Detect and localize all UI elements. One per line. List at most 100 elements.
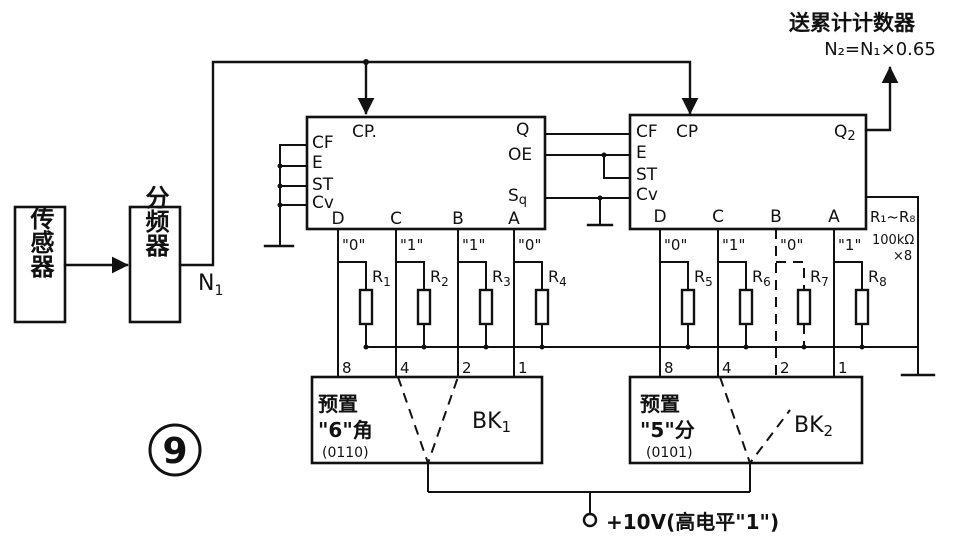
output-formula-label: N₂=N₁×0.65 bbox=[824, 39, 936, 60]
counter2-chip: CP CF E ST Cv Q2 D C B A bbox=[628, 113, 868, 231]
counter1-pin-b: B bbox=[452, 209, 464, 229]
counter1-bus-junction bbox=[363, 344, 369, 350]
counter1-pin-e: E bbox=[312, 153, 323, 173]
counter2-weight-label: 4 bbox=[722, 359, 732, 377]
counter1-weight-label: 8 bbox=[342, 359, 352, 377]
counter2-resistor-label: R7 bbox=[810, 267, 829, 289]
counter1-resistor-lead bbox=[396, 261, 425, 290]
counter2-resistor bbox=[796, 288, 812, 326]
counter1-weight-label: 1 bbox=[518, 359, 528, 377]
sensor-block: 传感器 bbox=[13, 205, 67, 324]
counter2-pin-cv: Cv bbox=[636, 185, 658, 205]
supply-label: +10V(高电平"1") bbox=[606, 510, 779, 534]
sensor-label: 传感器 bbox=[26, 206, 55, 278]
counter2-resistor-lead bbox=[718, 261, 747, 290]
resistor-count-label: ×8 bbox=[893, 249, 912, 264]
counter1-preset-level: "0" bbox=[342, 236, 365, 254]
counter1-pin-oe: OE bbox=[508, 145, 532, 165]
counter2-resistor-label: R5 bbox=[694, 267, 713, 289]
counter2-bus-junction bbox=[801, 344, 807, 350]
counter1-resistor-lead bbox=[338, 261, 367, 290]
counter2-preset-columns: "0" R5 8 "1" R6 4 "0" R7 2 "1" R8 1 bbox=[659, 229, 887, 377]
preset-switch-bk2: 预置 "5"分 (0101) BK2 bbox=[628, 375, 864, 492]
counter2-resistor-lead bbox=[834, 261, 863, 290]
counter1-resistor-lead bbox=[514, 261, 543, 290]
counter1-pin-d: D bbox=[331, 209, 344, 229]
counter2-resistor-lead bbox=[776, 261, 805, 290]
counter2-preset-level: "0" bbox=[664, 236, 687, 254]
counter1-pin-a: A bbox=[508, 209, 520, 229]
counter2-resistor-lead bbox=[660, 261, 689, 290]
bk1-code: (0110) bbox=[322, 445, 369, 461]
counter1-pin-cv: Cv bbox=[312, 193, 334, 213]
counter1-preset-columns: "0"R18"1"R24"1"R32"0"R41 bbox=[337, 229, 567, 377]
clock-junction bbox=[363, 59, 369, 65]
counter2-bus-junction bbox=[859, 344, 865, 350]
counter2-clock-pin: CP bbox=[676, 122, 698, 142]
bk1-name: BK1 bbox=[472, 409, 511, 436]
divider-output-label: N1 bbox=[198, 271, 223, 299]
counter1-resistor bbox=[478, 288, 494, 326]
counter1-pin-st: ST bbox=[312, 175, 334, 195]
counter1-resistor-label: R2 bbox=[430, 267, 449, 289]
counter1-weight-label: 4 bbox=[400, 359, 410, 377]
bk1-title: 预置 bbox=[318, 392, 358, 416]
figure-number: 9 bbox=[162, 431, 187, 472]
bk2-preset: "5"分 bbox=[640, 418, 695, 442]
counter1-ground-strap bbox=[263, 144, 307, 248]
counter1-resistor bbox=[358, 288, 374, 326]
resistor-range-label: R₁~R₈ bbox=[870, 208, 915, 226]
counter2-resistor-label: R6 bbox=[752, 267, 771, 289]
counter1-pin-q: Q bbox=[516, 120, 529, 140]
counter1-chip: CP. CF E ST Cv Q OE Sq D C B A bbox=[305, 115, 547, 231]
counter1-preset-level: "1" bbox=[400, 236, 423, 254]
counter2-pin-b: B bbox=[770, 207, 782, 227]
q2-output-wire bbox=[864, 66, 899, 132]
counter2-pin-st: ST bbox=[636, 165, 658, 185]
counter1-pin-sq: Sq bbox=[508, 186, 527, 208]
counter2-resistor bbox=[854, 288, 870, 326]
output-destination-label: 送累计计数器 bbox=[789, 11, 916, 35]
counter2-resistor bbox=[680, 288, 696, 326]
counter1-pin-cf: CF bbox=[312, 133, 334, 153]
resistor-value-label: 100kΩ bbox=[872, 233, 914, 248]
counter2-pin-q2: Q2 bbox=[834, 122, 856, 144]
counter2-pin-cf: CF bbox=[636, 122, 658, 142]
counter2-weight-label: 1 bbox=[838, 359, 848, 377]
counter1-clock-pin: CP. bbox=[352, 122, 377, 142]
counter1-preset-level: "1" bbox=[462, 236, 485, 254]
counter1-bus-junction bbox=[421, 344, 427, 350]
supply-wiring bbox=[428, 491, 750, 528]
counter2-preset-level: "1" bbox=[722, 236, 745, 254]
counter1-resistor bbox=[534, 288, 550, 326]
counter1-resistor-label: R4 bbox=[548, 267, 567, 289]
counter2-pin-e: E bbox=[636, 143, 647, 163]
counter2-pin-a: A bbox=[828, 207, 840, 227]
counter2-bus-junction bbox=[685, 344, 691, 350]
counter1-bus-junction bbox=[539, 344, 545, 350]
bk2-code: (0101) bbox=[646, 445, 693, 461]
counter2-weight-label: 8 bbox=[664, 359, 674, 377]
bk2-title: 预置 bbox=[640, 392, 680, 416]
counter2-bus-junction bbox=[743, 344, 749, 350]
counter1-pin-c: C bbox=[390, 209, 402, 229]
counter1-bus-junction bbox=[483, 344, 489, 350]
bk2-name: BK2 bbox=[794, 413, 833, 440]
preset-switch-bk1: 预置 "6"角 (0110) BK1 bbox=[310, 375, 544, 492]
counter2-resistor-label: R8 bbox=[868, 267, 887, 289]
supply-terminal bbox=[582, 512, 598, 528]
clock-bus-wire bbox=[178, 60, 699, 267]
counter2-weight-label: 2 bbox=[780, 359, 790, 377]
counter2-preset-level: "1" bbox=[838, 236, 861, 254]
figure-number-badge: 9 bbox=[148, 423, 202, 477]
counter1-resistor bbox=[416, 288, 432, 326]
bk1-preset: "6"角 bbox=[318, 418, 373, 442]
counter1-resistor-label: R3 bbox=[492, 267, 511, 289]
divider-label: 分频器 bbox=[141, 185, 170, 257]
counter2-pin-d: D bbox=[653, 207, 666, 227]
counter2-preset-level: "0" bbox=[780, 236, 803, 254]
counter1-preset-level: "0" bbox=[518, 236, 541, 254]
counter2-resistor bbox=[738, 288, 754, 326]
counter2-pin-c: C bbox=[712, 207, 724, 227]
